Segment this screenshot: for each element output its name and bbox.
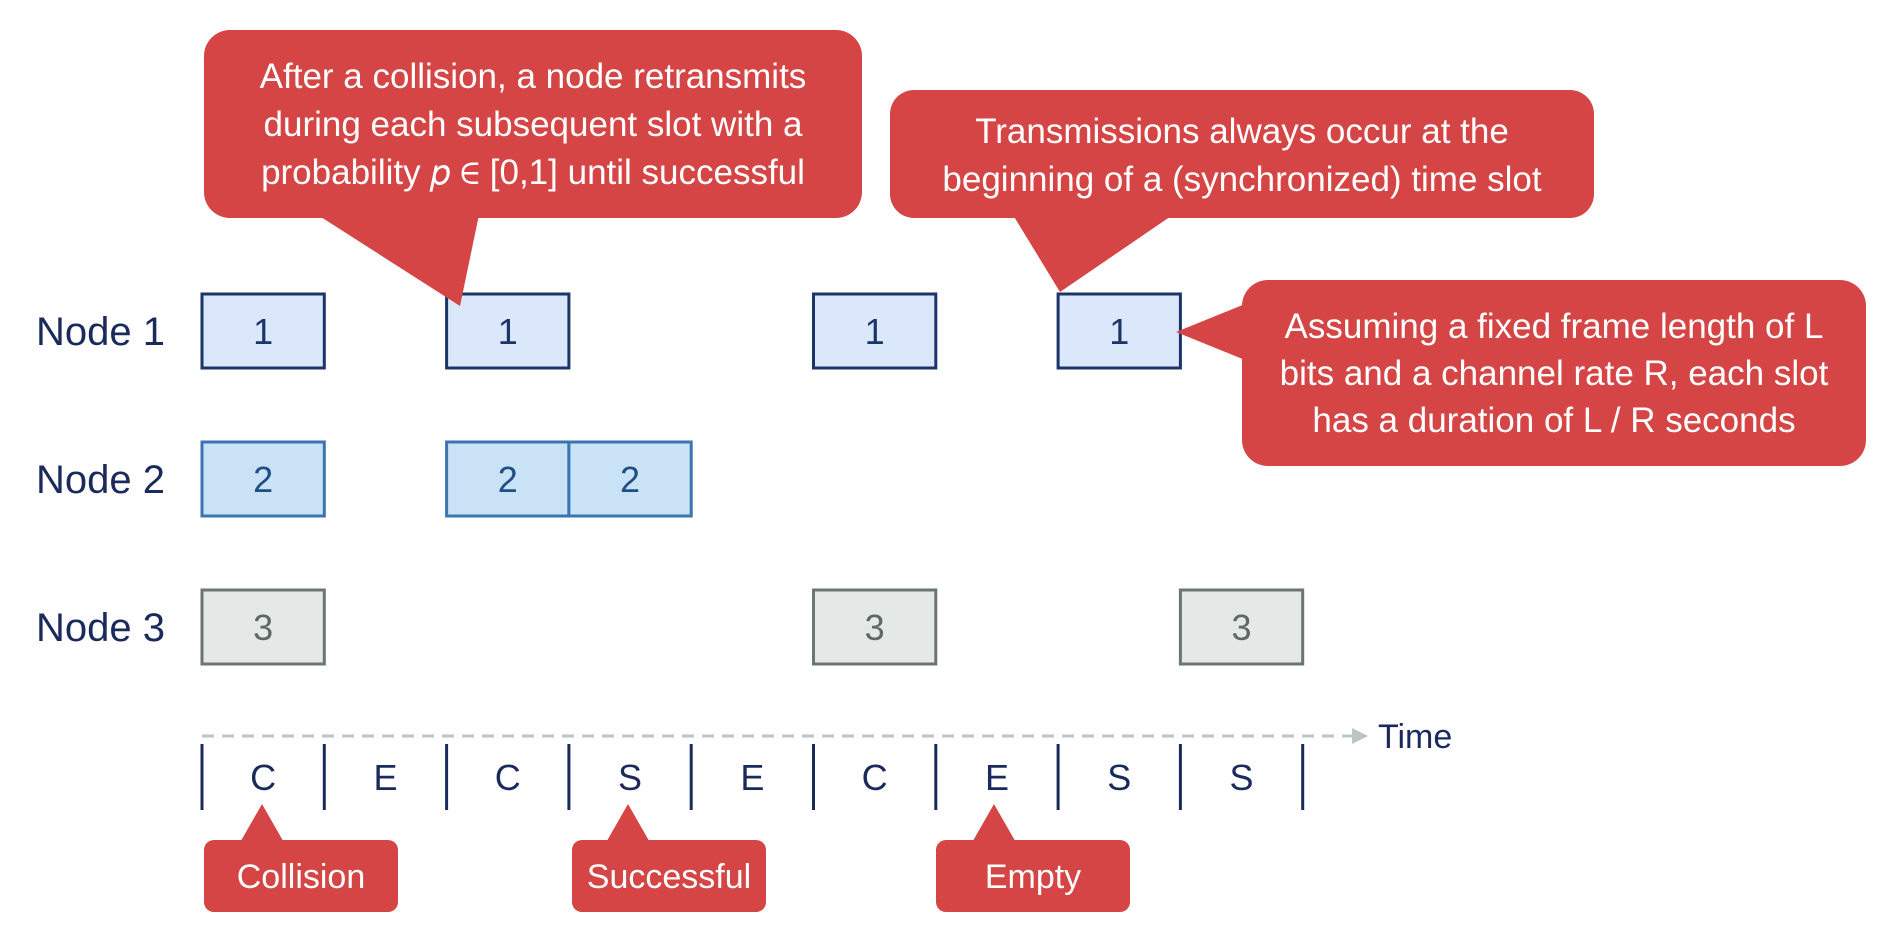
legend-empty-pointer: [970, 804, 1018, 846]
slot-outcome: E: [373, 757, 397, 798]
callout-slot-duration-line-2: bits and a channel rate R, each slot: [1280, 354, 1829, 393]
legend-successful-pointer: [604, 804, 652, 846]
node-2-frame: [445, 440, 571, 518]
node-2-frame: [200, 440, 326, 518]
legend-successful-box: [572, 840, 766, 912]
callout-transmission-timing-line-1: Transmissions always occur at the: [975, 112, 1509, 151]
callout-collision-retransmit-line-1: After a collision, a node retransmits: [260, 57, 807, 96]
node-1-frame-label: 1: [498, 311, 518, 352]
callout-slot-duration-box: [1242, 280, 1866, 466]
node-3-frame: [200, 588, 326, 666]
time-axis-label: Time: [1378, 718, 1452, 756]
node-2-frames: 2 2 2: [200, 440, 693, 518]
node-1-frame: [812, 292, 938, 370]
node-1-frame: [200, 292, 326, 370]
callout-transmission-timing-box: [890, 90, 1594, 218]
node-3-frames: 3 3 3: [200, 588, 1305, 666]
legend-successful-tag: Successful: [572, 804, 766, 912]
legend-empty-label: Empty: [985, 858, 1081, 896]
node-3-frame-label: 3: [253, 607, 273, 648]
callout-slot-duration-line-1: Assuming a fixed frame length of L: [1285, 307, 1824, 346]
node-3-frame: [812, 588, 938, 666]
legend-empty-tag: Empty: [936, 804, 1130, 912]
callout-slot-duration-pointer: [1176, 302, 1250, 362]
node-1-frame-label: 1: [1109, 311, 1129, 352]
node-2-frame-label: 2: [253, 459, 273, 500]
callout-transmission-timing-pointer: [1010, 210, 1180, 292]
legend-collision-tag: Collision: [204, 804, 398, 912]
slot-outcome: E: [985, 757, 1009, 798]
node-2-label: Node 2: [36, 458, 165, 502]
slot-outcome: S: [1230, 757, 1254, 798]
slot-outcome: C: [862, 757, 888, 798]
node-1-frame-label: 1: [865, 311, 885, 352]
callout-collision-retransmit-line-2: during each subsequent slot with a: [264, 105, 803, 144]
slot-outcome: E: [740, 757, 764, 798]
callout-slot-duration: Assuming a fixed frame length of L bits …: [1176, 280, 1866, 466]
node-2-frame: [567, 440, 693, 518]
node-3-frame: [1178, 588, 1305, 666]
slot-outcome: S: [618, 757, 642, 798]
legend-empty-box: [936, 840, 1130, 912]
callout-collision-retransmit-line-3: probability 𝑝 ∈ [0,1] until successful: [261, 153, 805, 192]
node-2-frame-label: 2: [498, 459, 518, 500]
slot-outcome: C: [495, 757, 521, 798]
callout-collision-retransmit: After a collision, a node retransmits du…: [204, 30, 862, 306]
node-1-frames: 1 1 1 1: [200, 292, 1182, 370]
callout-slot-duration-line-3: has a duration of L / R seconds: [1312, 401, 1795, 440]
legend-collision-box: [204, 840, 398, 912]
callout-transmission-timing: Transmissions always occur at the beginn…: [890, 90, 1594, 292]
slot-outcome: S: [1107, 757, 1131, 798]
node-1-frame-label: 1: [253, 311, 273, 352]
node-3-frame-label: 3: [1232, 607, 1252, 648]
callout-transmission-timing-line-2: beginning of a (synchronized) time slot: [942, 160, 1541, 199]
legend-collision-label: Collision: [237, 858, 366, 896]
node-2-frame-label: 2: [620, 459, 640, 500]
node-1-frame: [445, 292, 571, 370]
node-3-label: Node 3: [36, 606, 165, 650]
legend-collision-pointer: [238, 804, 286, 846]
callout-collision-retransmit-pointer: [310, 210, 480, 306]
time-axis-arrowhead: [1352, 728, 1368, 744]
slot-outcome: C: [250, 757, 276, 798]
callout-collision-retransmit-box: [204, 30, 862, 218]
node-3-frame-label: 3: [865, 607, 885, 648]
node-1-label: Node 1: [36, 310, 165, 354]
legend-successful-label: Successful: [587, 858, 751, 896]
